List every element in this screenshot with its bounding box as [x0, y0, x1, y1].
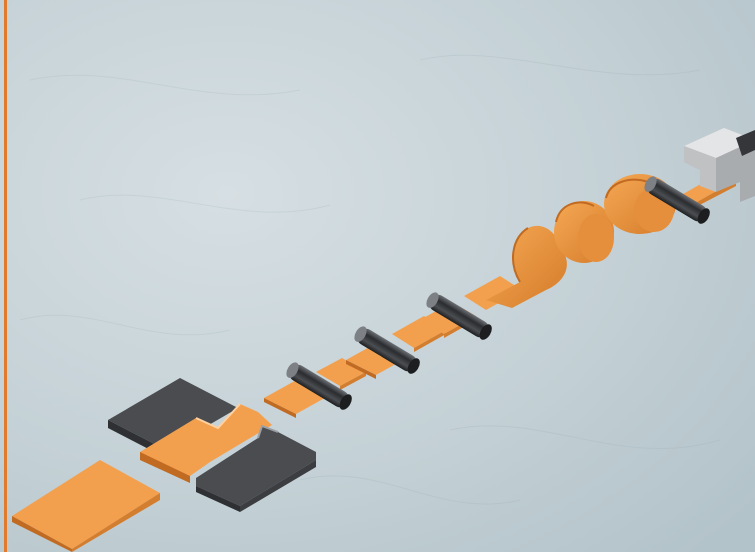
left-rule	[4, 0, 7, 552]
